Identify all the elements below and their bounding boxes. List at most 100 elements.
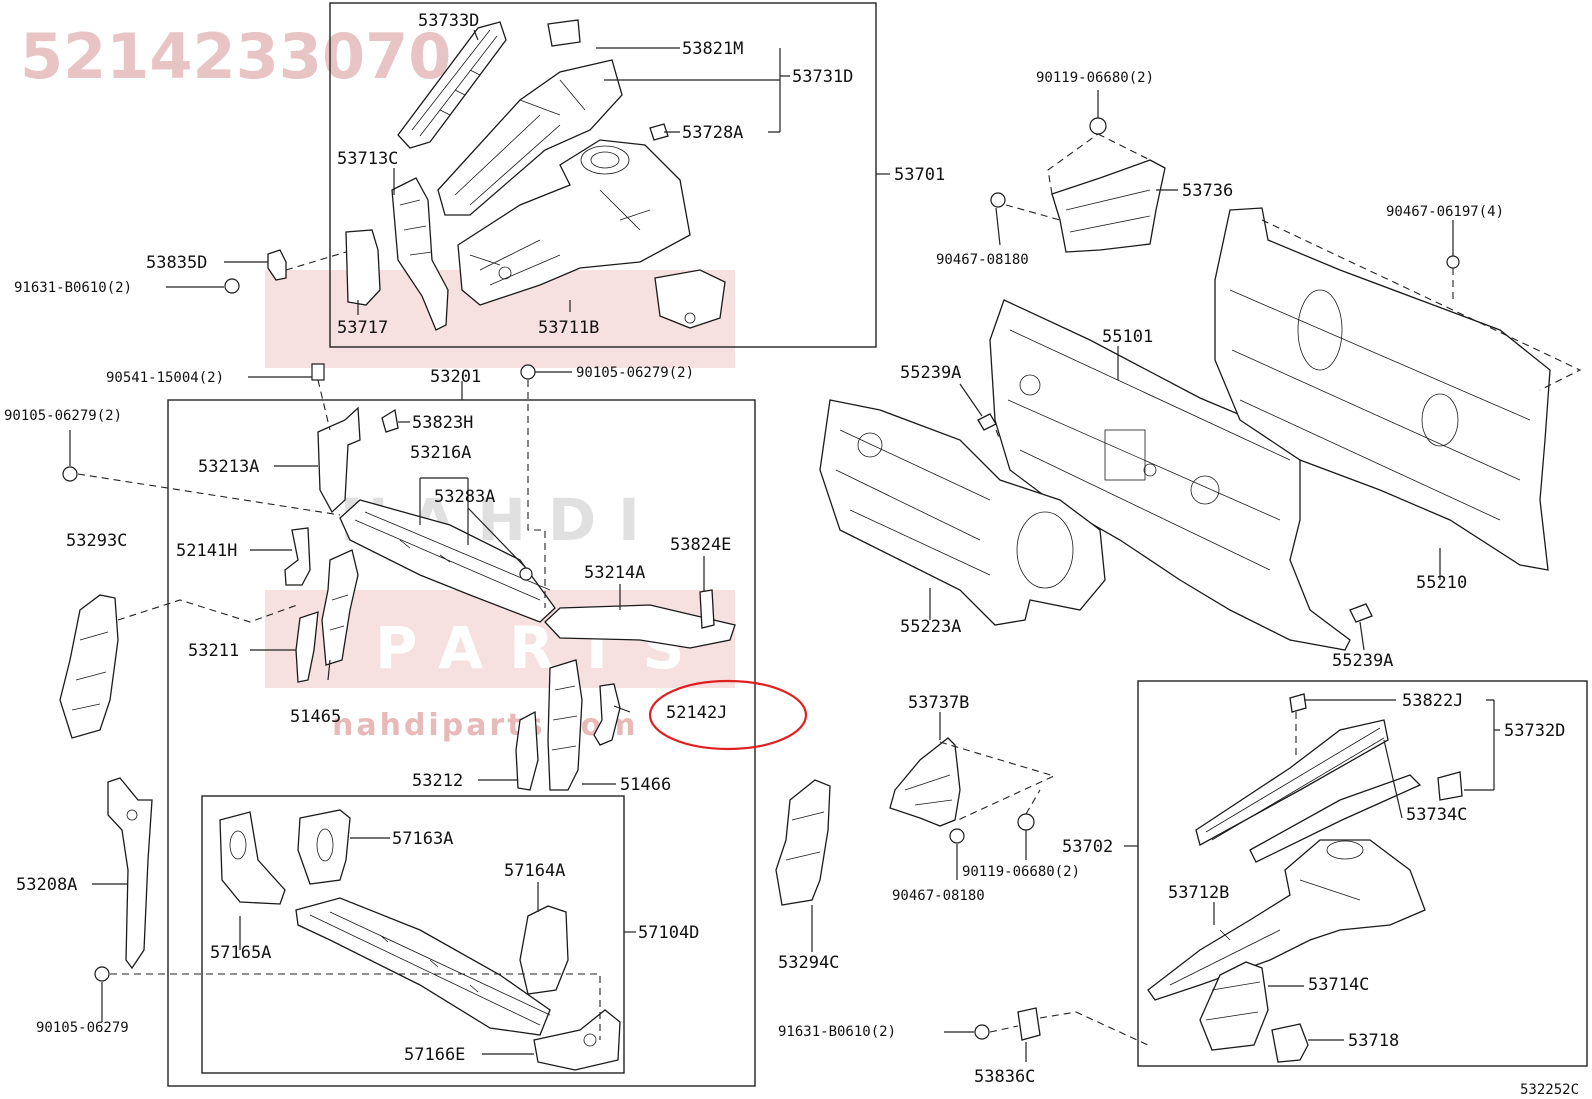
dashed-lines: [77, 133, 1582, 1046]
watermark-site: nahdiparts.com: [332, 708, 638, 743]
label-53821M[interactable]: 53821M: [682, 39, 743, 59]
part-53718: [1271, 1023, 1309, 1063]
label-53212[interactable]: 53212: [412, 771, 463, 791]
label-52141H[interactable]: 52141H: [176, 541, 237, 561]
label-55239A-top[interactable]: 55239A: [900, 363, 961, 383]
part-53821M: [547, 19, 581, 47]
label-53713C[interactable]: 53713C: [337, 149, 398, 169]
label-90119-06680-top[interactable]: 90119-06680(2): [1036, 70, 1154, 86]
label-53717[interactable]: 53717: [337, 318, 388, 338]
label-53835D[interactable]: 53835D: [146, 253, 207, 273]
label-55223A[interactable]: 55223A: [900, 617, 961, 637]
label-53711B[interactable]: 53711B: [538, 318, 599, 338]
label-51465[interactable]: 51465: [290, 707, 341, 727]
bolt-90119-06680-top: [1089, 117, 1107, 135]
label-53293C[interactable]: 53293C: [66, 531, 127, 551]
part-57166E: [533, 1009, 621, 1071]
label-52142J[interactable]: 52142J: [666, 703, 727, 723]
label-90105-06279-2b[interactable]: 90105-06279(2): [4, 408, 122, 424]
part-53214A: [544, 604, 736, 649]
part-53712B: [1147, 839, 1426, 1001]
label-91631-B0610-top[interactable]: 91631-B0610(2): [14, 280, 132, 296]
label-53214A[interactable]: 53214A: [584, 563, 645, 583]
label-53734C[interactable]: 53734C: [1406, 805, 1467, 825]
label-55239A-bot[interactable]: 55239A: [1332, 651, 1393, 671]
label-53701[interactable]: 53701: [894, 165, 945, 185]
label-53702[interactable]: 53702: [1062, 837, 1113, 857]
label-53714C[interactable]: 53714C: [1308, 975, 1369, 995]
label-53733D[interactable]: 53733D: [418, 11, 479, 31]
label-53283A[interactable]: 53283A: [434, 487, 495, 507]
label-53824E[interactable]: 53824E: [670, 535, 731, 555]
label-90105-06279-2a[interactable]: 90105-06279(2): [576, 365, 694, 381]
bolt-90119-06680-bottom: [1017, 813, 1035, 831]
label-90467-08180-top[interactable]: 90467-08180: [936, 252, 1029, 268]
part-57163A: [297, 809, 351, 885]
bolt-90105-06279-left: [62, 466, 78, 482]
part-53293C: [59, 594, 119, 739]
highlight-ellipse-52142J: [648, 679, 808, 751]
label-51466[interactable]: 51466: [620, 775, 671, 795]
part-57164A: [519, 905, 569, 995]
label-55101[interactable]: 55101: [1102, 327, 1153, 347]
leader-lines: [69, 29, 1500, 1062]
label-53216A[interactable]: 53216A: [410, 443, 471, 463]
label-57164A[interactable]: 57164A: [504, 861, 565, 881]
watermark-part-number: 5214233070: [20, 20, 451, 93]
bolt-90105-06279-top: [520, 364, 536, 380]
diagram-code: 532252C: [1520, 1082, 1579, 1098]
bolt-90541-15004: [311, 363, 325, 381]
label-53712B[interactable]: 53712B: [1168, 883, 1229, 903]
label-90105-06279[interactable]: 90105-06279: [36, 1020, 129, 1036]
label-53822J[interactable]: 53822J: [1402, 691, 1463, 711]
part-53822J: [1289, 693, 1307, 713]
part-53212: [515, 710, 539, 791]
group-box-57104D: [201, 795, 625, 1074]
part-52142J: [593, 683, 621, 746]
bolt-90467-08180-top: [990, 192, 1006, 208]
part-53283A: [519, 567, 533, 581]
part-53208A: [107, 777, 153, 970]
label-57166E[interactable]: 57166E: [404, 1045, 465, 1065]
label-53718[interactable]: 53718: [1348, 1031, 1399, 1051]
label-53836C[interactable]: 53836C: [974, 1067, 1035, 1087]
part-57104D: [295, 897, 551, 1036]
label-57165A[interactable]: 57165A: [210, 943, 271, 963]
label-90119-06680-bot[interactable]: 90119-06680(2): [962, 864, 1080, 880]
part-53294C: [775, 779, 831, 906]
part-53213A: [317, 406, 361, 514]
label-57104D[interactable]: 57104D: [638, 923, 699, 943]
label-90541-15004[interactable]: 90541-15004(2): [106, 370, 224, 386]
label-53208A[interactable]: 53208A: [16, 875, 77, 895]
part-53714C: [1199, 961, 1269, 1051]
label-53211[interactable]: 53211: [188, 641, 239, 661]
part-53737B: [889, 737, 961, 827]
label-53213A[interactable]: 53213A: [198, 457, 259, 477]
label-53823H[interactable]: 53823H: [412, 413, 473, 433]
label-53728A[interactable]: 53728A: [682, 123, 743, 143]
part-53728-bracket-right: [1437, 771, 1463, 801]
part-53717: [345, 229, 381, 306]
label-55210[interactable]: 55210: [1416, 573, 1467, 593]
label-90467-06197[interactable]: 90467-06197(4): [1386, 204, 1504, 220]
bolt-91631-B0610-bottom: [974, 1024, 990, 1040]
part-53734C: [1249, 774, 1422, 863]
label-53736[interactable]: 53736: [1182, 181, 1233, 201]
part-53711B: [457, 139, 691, 306]
label-91631-B0610-bot[interactable]: 91631-B0610(2): [778, 1024, 896, 1040]
label-53737B[interactable]: 53737B: [908, 693, 969, 713]
part-53216A: [339, 499, 556, 623]
label-53201[interactable]: 53201: [430, 367, 481, 387]
label-57163A[interactable]: 57163A: [392, 829, 453, 849]
part-53836C: [1017, 1007, 1041, 1041]
part-55210: [1214, 207, 1551, 571]
label-53732D[interactable]: 53732D: [1504, 721, 1565, 741]
label-53294C[interactable]: 53294C: [778, 953, 839, 973]
parts-artwork: [59, 19, 1551, 1071]
label-90467-08180-bot[interactable]: 90467-08180: [892, 888, 985, 904]
part-55239A-top: [977, 413, 997, 431]
label-53731D[interactable]: 53731D: [792, 67, 853, 87]
bolt-91631-B0610-top: [224, 278, 240, 294]
part-53823H: [381, 408, 399, 433]
